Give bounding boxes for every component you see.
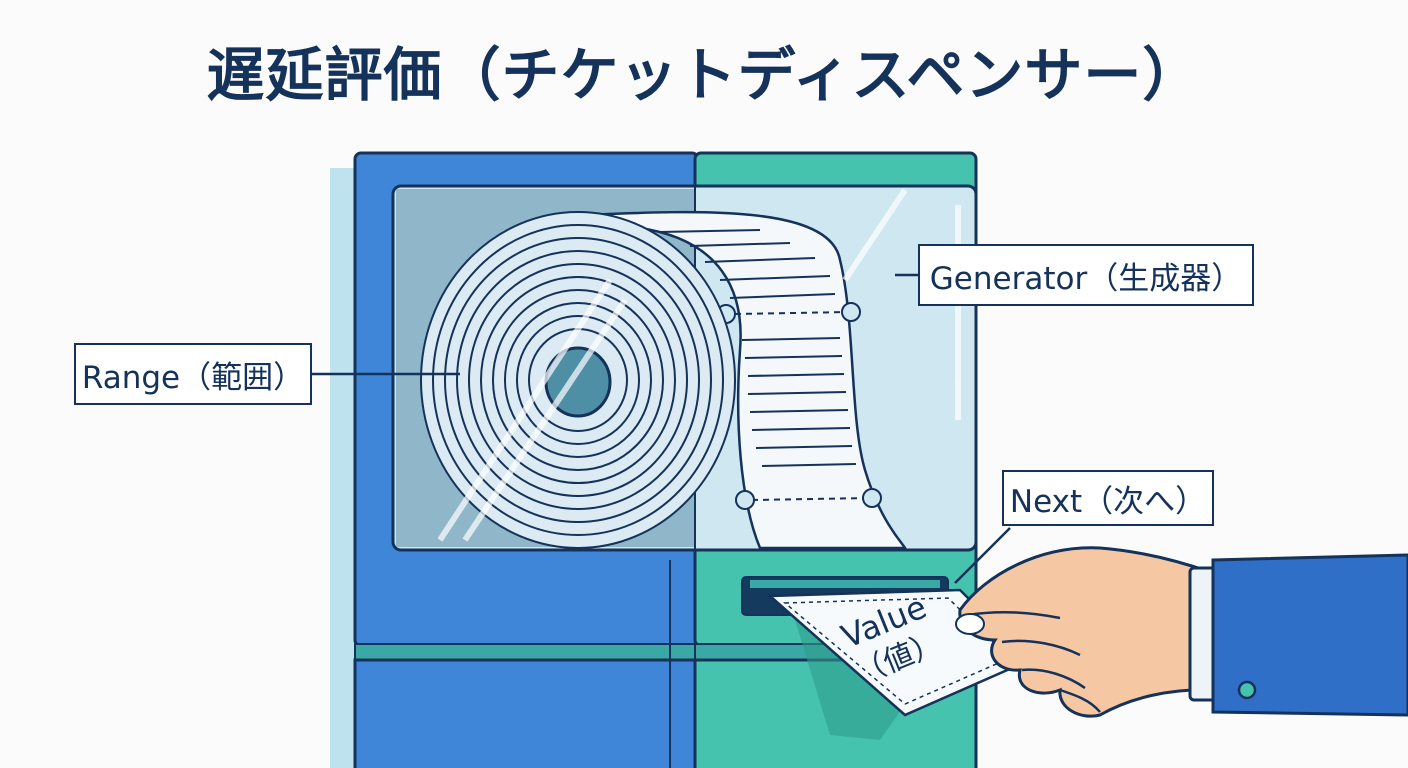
next-label: Next（次へ） <box>1002 470 1214 526</box>
range-label: Range（範囲） <box>74 343 312 405</box>
cuff-button <box>1239 682 1255 698</box>
machine-lower-left <box>355 660 698 768</box>
generator-label: Generator（生成器） <box>918 244 1254 306</box>
ticket-slot-lip <box>750 580 940 588</box>
sleeve <box>1190 555 1408 715</box>
hand-icon <box>956 548 1215 716</box>
